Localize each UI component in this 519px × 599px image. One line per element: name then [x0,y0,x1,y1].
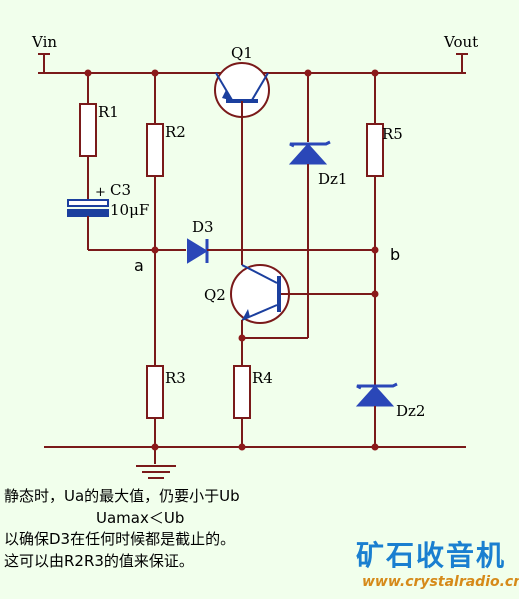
q2-collector [241,264,278,284]
junction-dot-b [371,246,379,254]
resistor-r2 [146,123,164,177]
label-q1: Q1 [231,44,253,62]
zener-dz2-bar [356,382,398,390]
label-r5: R5 [382,125,403,143]
zener-dz1-bar [289,140,331,148]
note-line-3: 以确保D3在任何时候都是截止的。 [4,530,236,548]
resistor-r1 [79,103,97,157]
resistor-r5 [366,123,384,177]
zener-dz2 [355,385,395,407]
note-line-2: Uamax＜Ub [96,508,185,527]
capacitor-c3-plate-neg [67,209,109,217]
label-r3: R3 [165,369,186,387]
watermark-url: www.crystalradio.cn [362,574,519,590]
label-r1: R1 [98,103,119,121]
c3-plus-sign: + [95,185,106,200]
junction-dot [151,69,159,77]
label-node-b: b [390,245,400,264]
label-d3: D3 [192,218,214,236]
note-line-1: 静态时，Ua的最大值，仍要小于Ub [4,487,240,505]
explanation-notes: 静态时，Ua的最大值，仍要小于Ub Uamax＜Ub 以确保D3在任何时候都是截… [4,486,344,572]
junction-dot [151,443,159,451]
junction-dot [238,334,246,342]
junction-dot [371,443,379,451]
watermark-name: 矿石收音机 [356,539,507,572]
q1-collector [251,72,269,101]
label-c3: C3 [110,181,131,199]
junction-dot [84,69,92,77]
label-dz1: Dz1 [318,170,347,188]
label-q2: Q2 [204,286,226,304]
label-r2: R2 [165,123,186,141]
resistor-r4 [233,365,251,419]
resistor-r3 [146,365,164,419]
diode-d3 [187,238,208,264]
note-line-4: 这可以由R2R3的值来保证。 [4,551,194,570]
zener-dz1 [288,143,328,165]
q2-emitter-arrow [242,309,250,320]
watermark-logo: 矿石收音机 www.crystalradio.cn [352,534,519,599]
label-vout: Vout [443,33,478,51]
junction-dot [238,443,246,451]
label-node-a: a [134,256,144,275]
junction-dot [371,290,379,298]
capacitor-c3-plate-pos [67,199,109,207]
junction-dot-a [151,246,159,254]
label-c3-value: 10μF [110,201,149,219]
label-dz2: Dz2 [396,402,425,420]
label-r4: R4 [252,369,273,387]
junction-dot [371,69,379,77]
q1-emitter-arrow [222,90,233,101]
label-vin: Vin [31,33,57,51]
junction-dot [304,69,312,77]
